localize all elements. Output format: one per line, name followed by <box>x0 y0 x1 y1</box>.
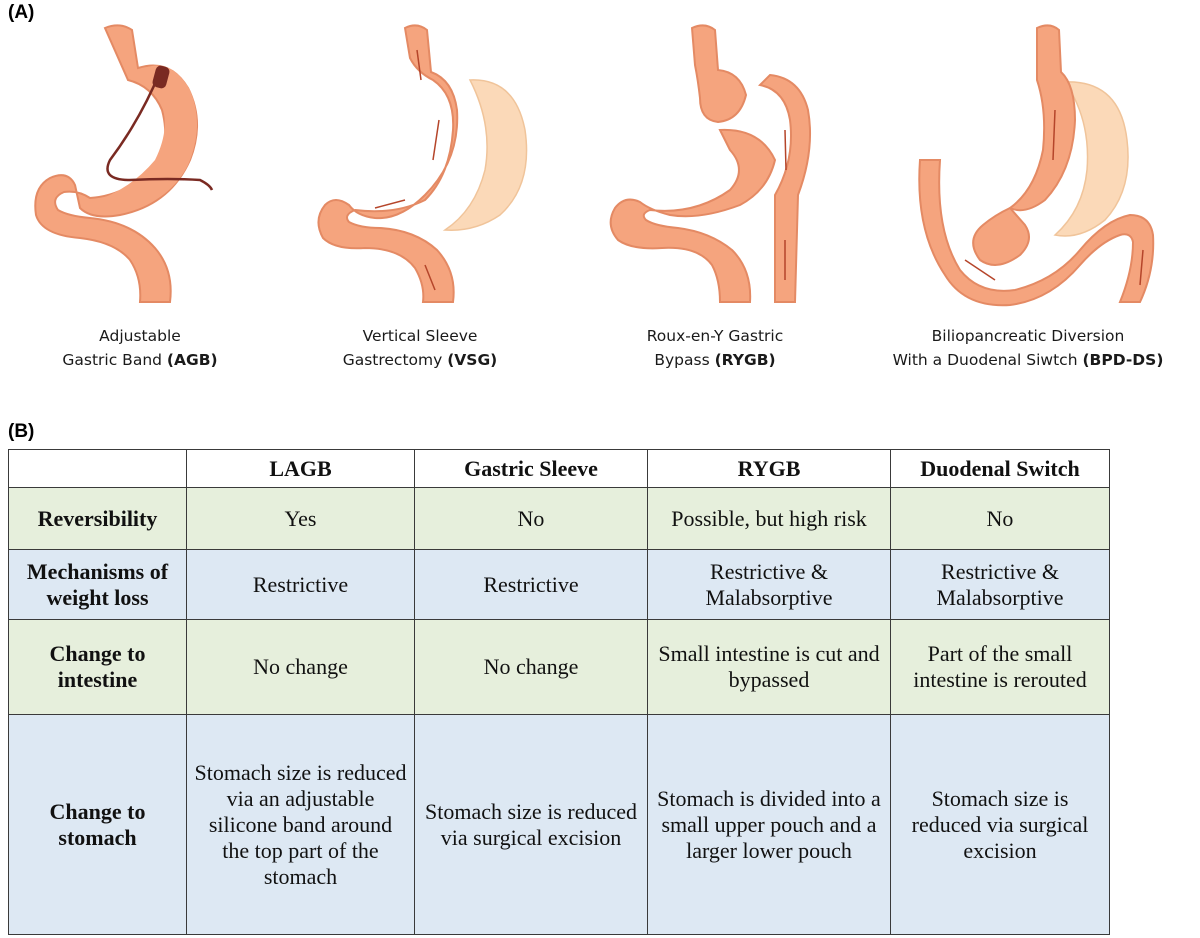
caption-vsg: Vertical Sleeve Gastrectomy (VSG) <box>310 324 530 372</box>
table-row: Mechanisms of weight loss Restrictive Re… <box>8 549 1110 620</box>
duodenal-switch-icon <box>918 24 1155 307</box>
caption-agb: Adjustable Gastric Band (AGB) <box>40 324 240 372</box>
caption-bpd-ds: Biliopancreatic Diversion With a Duodena… <box>868 324 1188 372</box>
comparison-table: LAGB Gastric Sleeve RYGB Duodenal Switch… <box>8 449 1110 935</box>
caption-line: Bypass (RYGB) <box>605 348 825 372</box>
caption-text: Gastric Band <box>62 351 167 369</box>
table-cell: Stomach size is reduced via an adjustabl… <box>186 714 415 935</box>
header-cell: RYGB <box>647 449 891 488</box>
caption-line: Vertical Sleeve <box>362 327 478 345</box>
caption-line: Gastrectomy (VSG) <box>310 348 530 372</box>
table-cell: Stomach size is reduced via surgical exc… <box>890 714 1110 935</box>
header-cell: LAGB <box>186 449 415 488</box>
table-cell: Yes <box>186 487 415 550</box>
caption-line: Biliopancreatic Diversion <box>931 327 1125 345</box>
header-cell: Duodenal Switch <box>890 449 1110 488</box>
caption-line: Adjustable <box>99 327 181 345</box>
caption-abbrev: (VSG) <box>447 351 498 369</box>
table-cell: Restrictive & Malabsorptive <box>647 549 891 620</box>
table-cell: Stomach size is reduced via surgical exc… <box>414 714 648 935</box>
caption-line: With a Duodenal Siwtch (BPD-DS) <box>868 348 1188 372</box>
table-cell: No change <box>186 619 415 715</box>
table-cell: No <box>890 487 1110 550</box>
table-cell: Small intestine is cut and bypassed <box>647 619 891 715</box>
header-cell: Gastric Sleeve <box>414 449 648 488</box>
caption-rygb: Roux-en-Y Gastric Bypass (RYGB) <box>605 324 825 372</box>
caption-abbrev: (BPD-DS) <box>1082 351 1164 369</box>
caption-abbrev: (RYGB) <box>714 351 776 369</box>
table-cell: Restrictive & Malabsorptive <box>890 549 1110 620</box>
table-row: Change to stomach Stomach size is reduce… <box>8 714 1110 935</box>
caption-text: Bypass <box>654 351 715 369</box>
gastric-band-icon <box>34 24 214 303</box>
caption-abbrev: (AGB) <box>166 351 218 369</box>
table-header-row: LAGB Gastric Sleeve RYGB Duodenal Switch <box>8 449 1110 488</box>
table-cell: No <box>414 487 648 550</box>
caption-line: Roux-en-Y Gastric <box>646 327 784 345</box>
table-cell: Possible, but high risk <box>647 487 891 550</box>
procedure-illustrations <box>0 10 1200 310</box>
table-row: Reversibility Yes No Possible, but high … <box>8 487 1110 550</box>
gastric-bypass-icon <box>609 24 812 303</box>
table-row: Change to intestine No change No change … <box>8 619 1110 715</box>
table-cell: Restrictive <box>186 549 415 620</box>
table-cell: Restrictive <box>414 549 648 620</box>
row-label: Change to stomach <box>8 714 187 935</box>
sleeve-gastrectomy-icon <box>317 24 528 303</box>
panel-b-label: (B) <box>8 421 35 442</box>
header-cell-empty <box>8 449 187 488</box>
row-label: Mechanisms of weight loss <box>8 549 187 620</box>
table-cell: No change <box>414 619 648 715</box>
caption-text: Gastrectomy <box>342 351 448 369</box>
caption-text: With a Duodenal Siwtch <box>892 351 1083 369</box>
table-cell: Part of the small intestine is rerouted <box>890 619 1110 715</box>
row-label: Change to intestine <box>8 619 187 715</box>
row-label: Reversibility <box>8 487 187 550</box>
table-cell: Stomach is divided into a small upper po… <box>647 714 891 935</box>
panel-a-label: (A) <box>8 2 35 23</box>
caption-line: Gastric Band (AGB) <box>40 348 240 372</box>
